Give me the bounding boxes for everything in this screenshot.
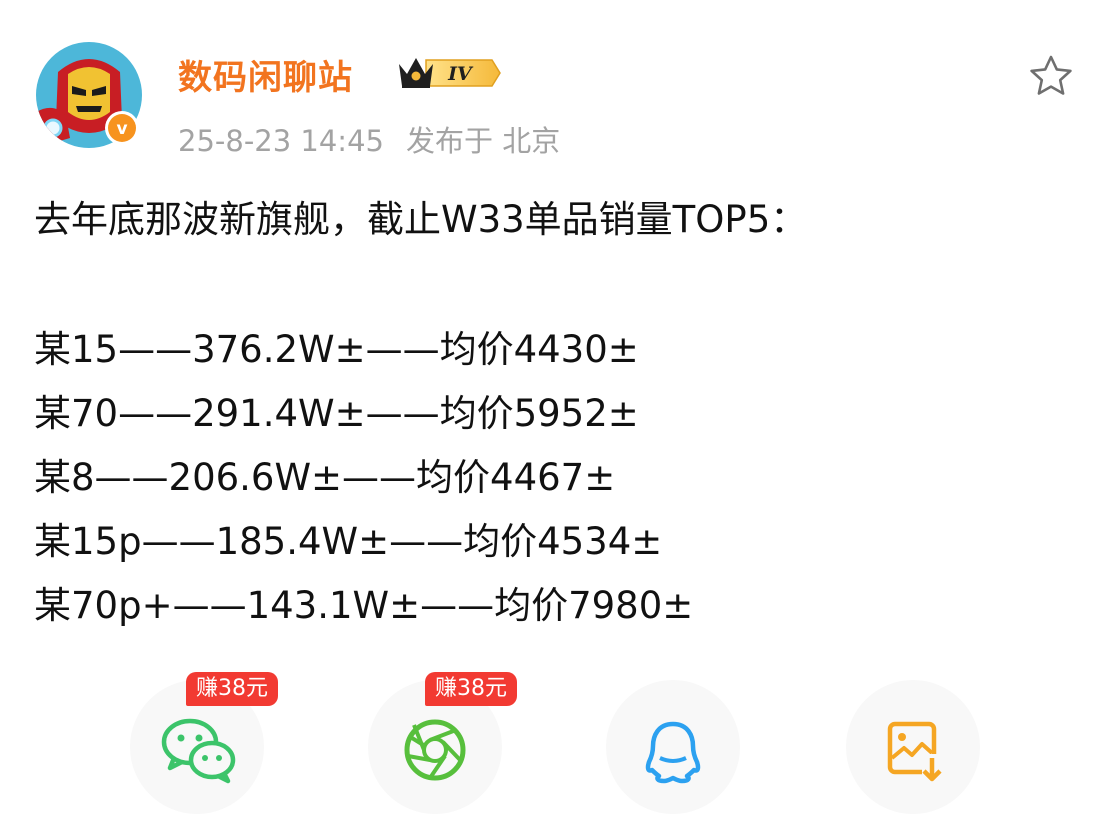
verified-mark: v <box>116 119 127 139</box>
share-bar: 赚38元 赚38元 <box>0 672 1106 822</box>
sales-line: 某8——206.6W±——均价4467± <box>34 456 616 499</box>
sales-line: 某70p+——143.1W±——均价7980± <box>34 584 694 627</box>
save-image-icon <box>887 721 942 782</box>
level-badge-icon: IV <box>399 58 501 88</box>
sales-line: 某15——376.2W±——均价4430± <box>34 328 639 371</box>
wechat-icon <box>161 718 236 784</box>
blank-line <box>34 252 1074 318</box>
qq-icon <box>645 721 701 784</box>
moments-icon <box>404 719 466 781</box>
save-image-button[interactable] <box>846 680 980 814</box>
verified-badge-icon: v <box>105 111 139 145</box>
post-content: 去年底那波新旗舰，截止W33单品销量TOP5： 某15——376.2W±——均价… <box>34 188 1074 638</box>
reward-tag: 赚38元 <box>186 672 278 706</box>
author-name[interactable]: 数码闲聊站 <box>178 58 353 98</box>
level-label: IV <box>447 63 474 85</box>
reward-tag: 赚38元 <box>425 672 517 706</box>
author-avatar[interactable]: v <box>36 42 142 148</box>
post-intro: 去年底那波新旗舰，截止W33单品销量TOP5： <box>34 198 808 241</box>
sales-line: 某70——291.4W±——均价5952± <box>34 392 639 435</box>
post-meta: 25-8-23 14:45 发布于 北京 <box>178 118 560 160</box>
share-wechat-button[interactable] <box>130 680 264 814</box>
post-timestamp: 25-8-23 14:45 <box>178 124 384 158</box>
sales-line: 某15p——185.4W±——均价4534± <box>34 520 663 563</box>
post-location: 发布于 北京 <box>405 124 561 158</box>
share-qq-button[interactable] <box>606 680 740 814</box>
star-outline-icon[interactable] <box>1028 54 1074 98</box>
iron-man-avatar-icon <box>36 42 142 148</box>
